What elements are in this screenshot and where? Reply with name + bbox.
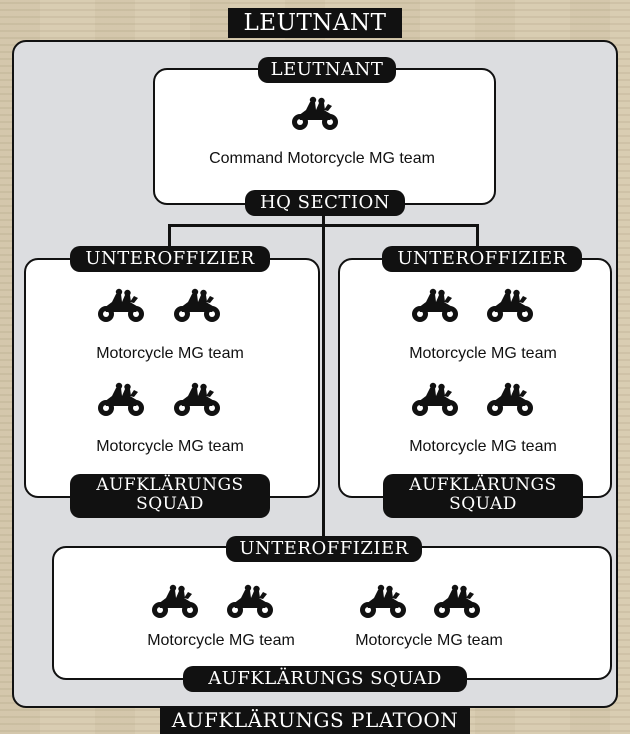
left-squad-leader-label: UNTEROFFIZIER [70,246,270,272]
motorcycle-icon [172,382,222,418]
connector-vertical [322,200,325,548]
bottom-squad-team-1-label: Motorcycle MG team [147,632,295,649]
hq-team-label: Command Motorcycle MG team [209,150,435,167]
right-squad-label: AUFKLÄRUNGS SQUAD [383,474,583,518]
right-squad-team-2-label: Motorcycle MG team [409,438,557,455]
left-squad-team-1-label: Motorcycle MG team [96,345,244,362]
motorcycle-icon [432,584,482,620]
connector-left-drop [168,224,171,248]
motorcycle-icon [150,584,200,620]
left-squad-label-line1: AUFKLÄRUNGS [96,475,244,495]
platoon-leader-label: LEUTNANT [228,8,402,38]
right-squad-label-line2: SQUAD [449,494,517,514]
right-squad-leader-label: UNTEROFFIZIER [382,246,582,272]
left-squad-label: AUFKLÄRUNGS SQUAD [70,474,270,518]
motorcycle-icon [172,288,222,324]
motorcycle-icon [96,382,146,418]
left-squad-label-line2: SQUAD [136,494,204,514]
bottom-squad-box [52,546,612,680]
motorcycle-icon [225,584,275,620]
hq-section-label: HQ SECTION [245,190,405,216]
hq-leader-label: LEUTNANT [258,57,396,83]
left-squad-box [24,258,320,498]
motorcycle-icon [485,288,535,324]
platoon-label: AUFKLÄRUNGS PLATOON [160,706,470,734]
right-squad-label-line1: AUFKLÄRUNGS [409,475,557,495]
hq-section-box [153,68,496,205]
motorcycle-icon [358,584,408,620]
motorcycle-icon [485,382,535,418]
bottom-squad-team-2-label: Motorcycle MG team [355,632,503,649]
bottom-squad-leader-label: UNTEROFFIZIER [226,536,422,562]
left-squad-team-2-label: Motorcycle MG team [96,438,244,455]
motorcycle-icon [96,288,146,324]
right-squad-box [338,258,612,498]
right-squad-team-1-label: Motorcycle MG team [409,345,557,362]
bottom-squad-label: AUFKLÄRUNGS SQUAD [183,666,467,692]
connector-right-drop [476,224,479,248]
motorcycle-icon [290,96,340,132]
connector-horizontal [168,224,478,227]
motorcycle-icon [410,288,460,324]
motorcycle-icon [410,382,460,418]
